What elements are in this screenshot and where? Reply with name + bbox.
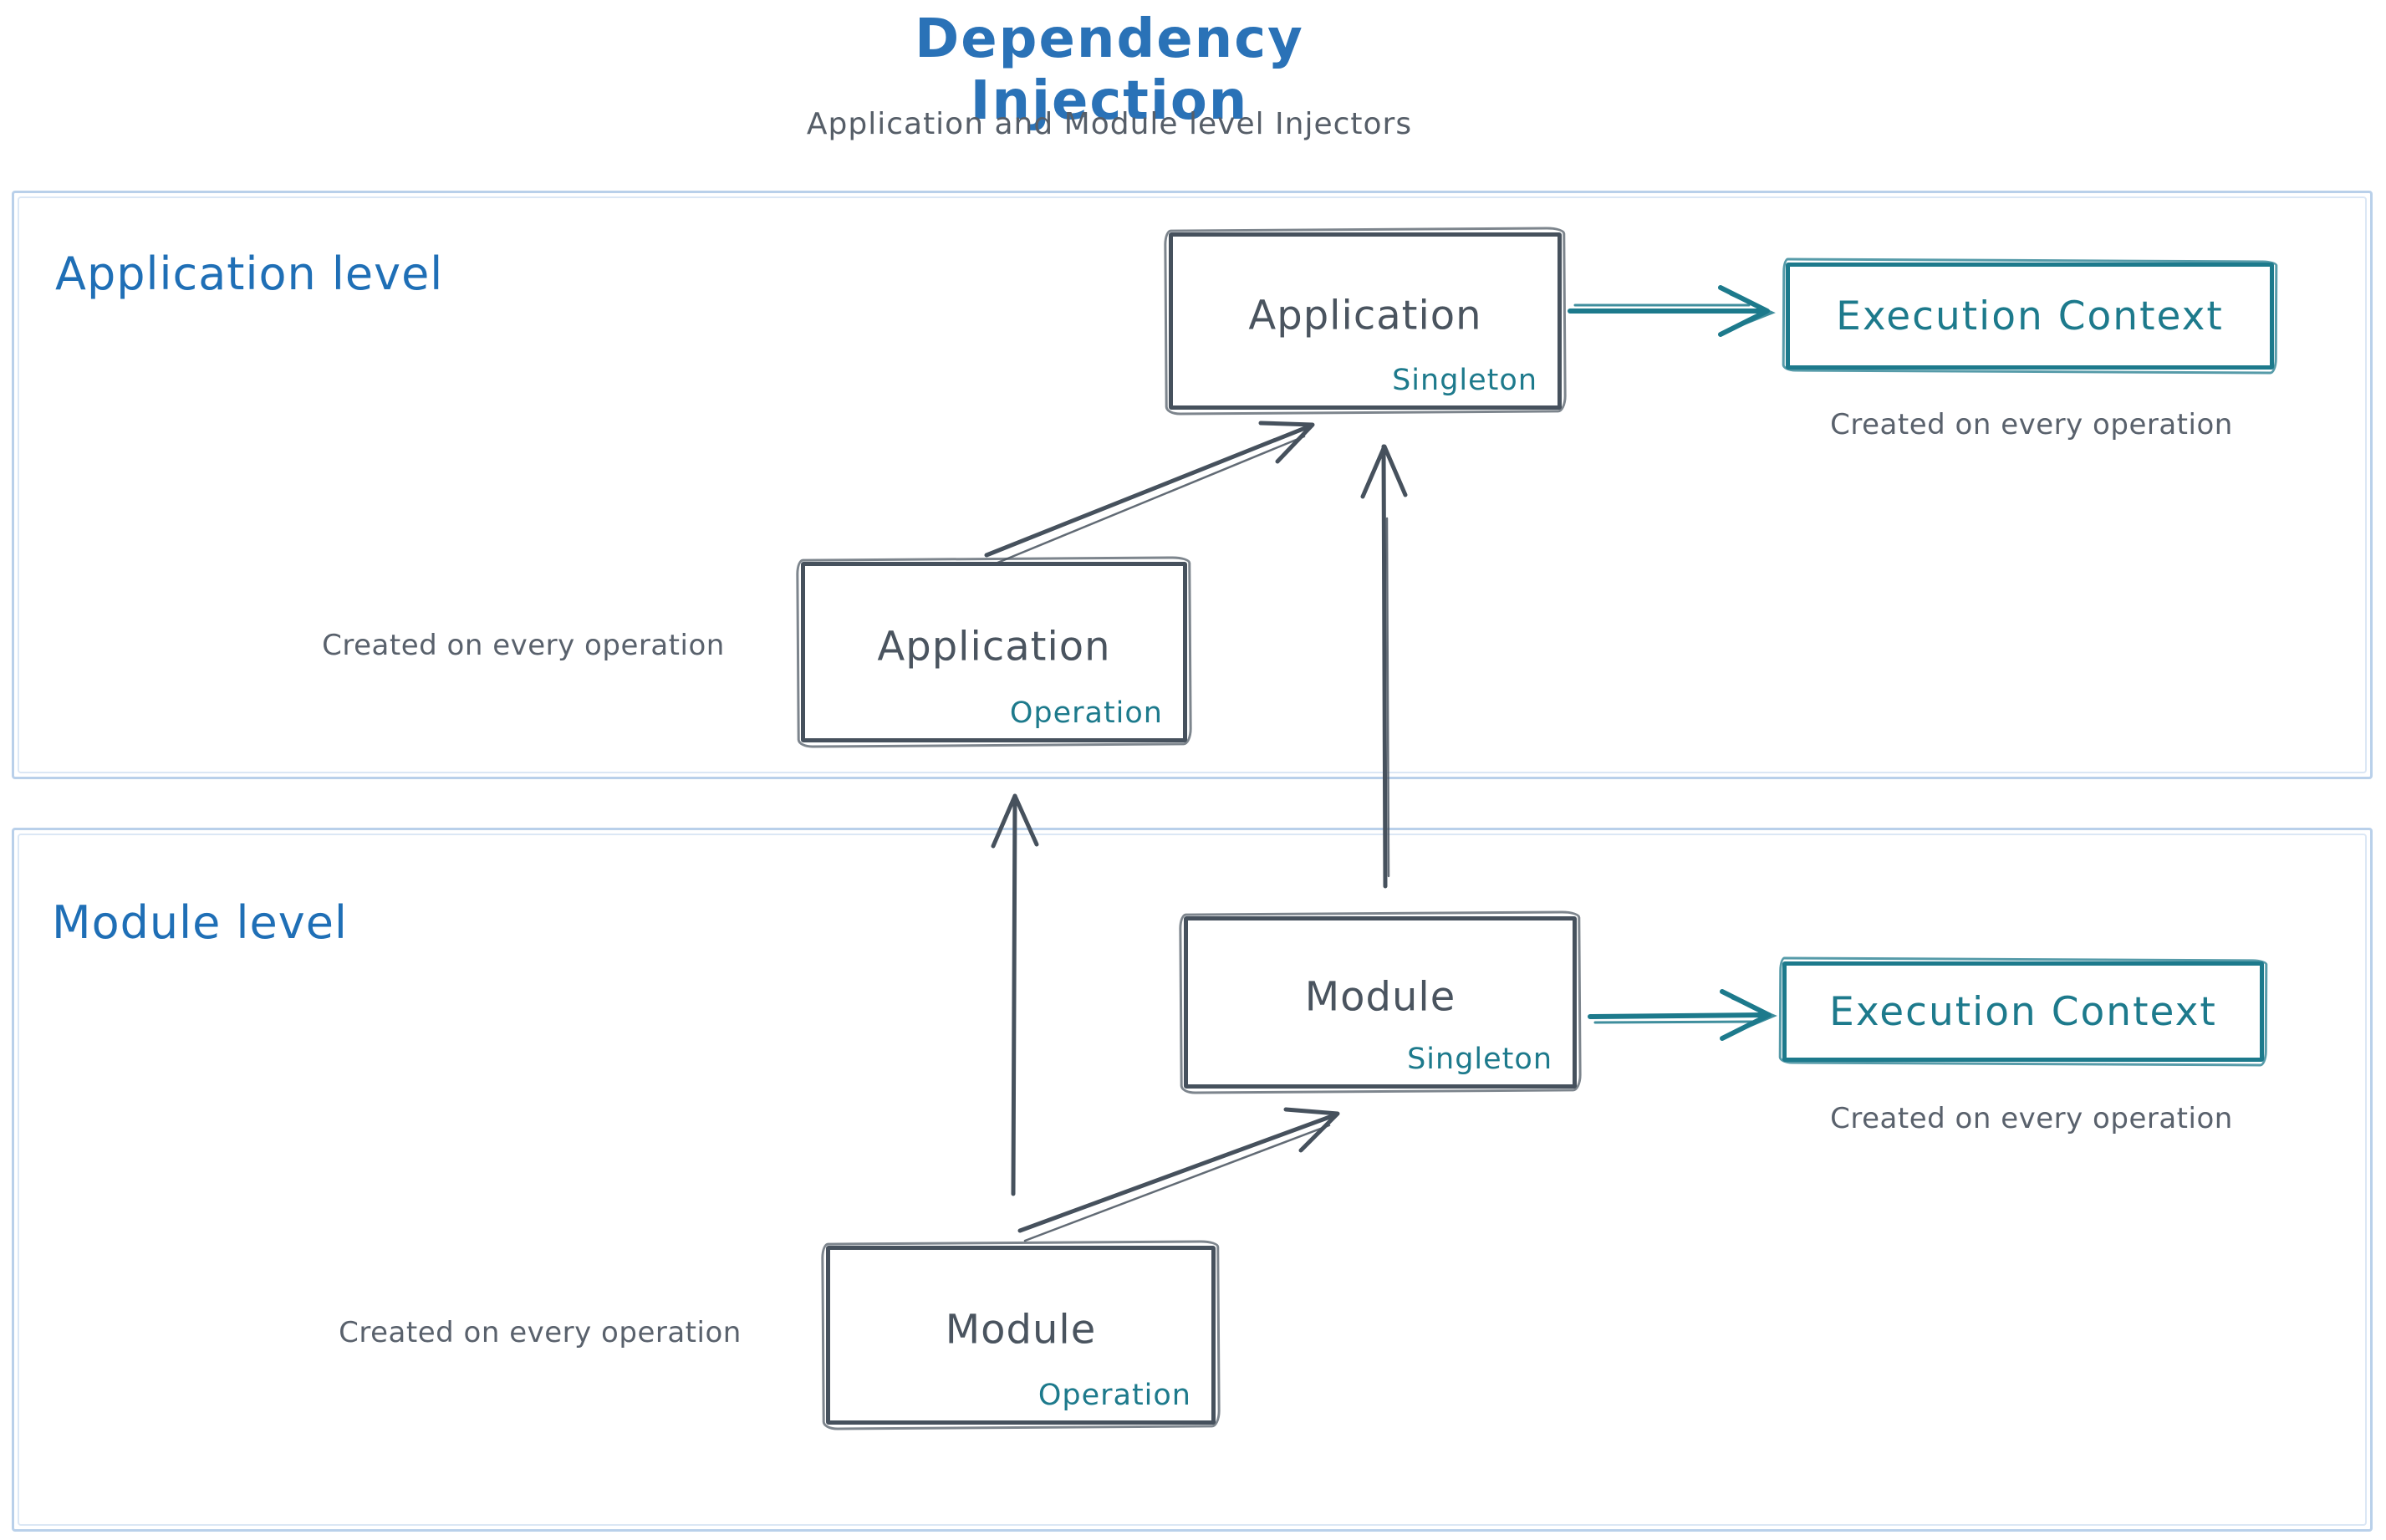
arrow-module-to-app-operation: [991, 793, 1039, 1196]
arrow-app-singleton-to-execution-context: [1568, 285, 1776, 337]
module-operation-box: Module Operation: [826, 1246, 1216, 1425]
module-execution-note: Created on every operation: [1830, 1102, 2233, 1135]
module-operation-note: Created on every operation: [339, 1316, 742, 1349]
module-execution-context-box: Execution Context: [1782, 961, 2264, 1062]
app-singleton-title: Application: [1248, 292, 1482, 339]
app-operation-badge: Operation: [1009, 696, 1163, 730]
arrow-module-singleton-to-execution-context: [1588, 989, 1777, 1041]
arrow-module-operation-to-module-singleton: [1017, 1107, 1340, 1242]
page-title: Dependency Injection: [915, 8, 1304, 132]
app-operation-box: Application Operation: [801, 562, 1187, 742]
arrow-app-operation-to-app-singleton: [984, 421, 1315, 567]
arrow-module-singleton-to-app-singleton: [1360, 444, 1408, 889]
application-level-label: Application level: [55, 247, 444, 300]
module-level-label: Module level: [52, 896, 348, 949]
app-execution-context-title: Execution Context: [1836, 293, 2224, 339]
module-operation-title: Module: [945, 1306, 1097, 1354]
page-subtitle: Application and Module level Injectors: [806, 107, 1413, 141]
app-singleton-badge: Singleton: [1392, 364, 1537, 397]
module-singleton-badge: Singleton: [1407, 1043, 1552, 1076]
module-level-frame: [12, 828, 2373, 1532]
module-singleton-title: Module: [1304, 973, 1456, 1021]
app-operation-title: Application: [877, 623, 1111, 671]
module-operation-badge: Operation: [1038, 1379, 1191, 1412]
app-singleton-box: Application Singleton: [1169, 232, 1562, 410]
application-level-frame: [12, 191, 2373, 779]
app-execution-context-box: Execution Context: [1786, 263, 2274, 370]
app-execution-note: Created on every operation: [1830, 408, 2233, 441]
module-execution-context-title: Execution Context: [1829, 988, 2217, 1035]
module-singleton-box: Module Singleton: [1184, 916, 1577, 1089]
app-operation-note: Created on every operation: [322, 629, 725, 662]
